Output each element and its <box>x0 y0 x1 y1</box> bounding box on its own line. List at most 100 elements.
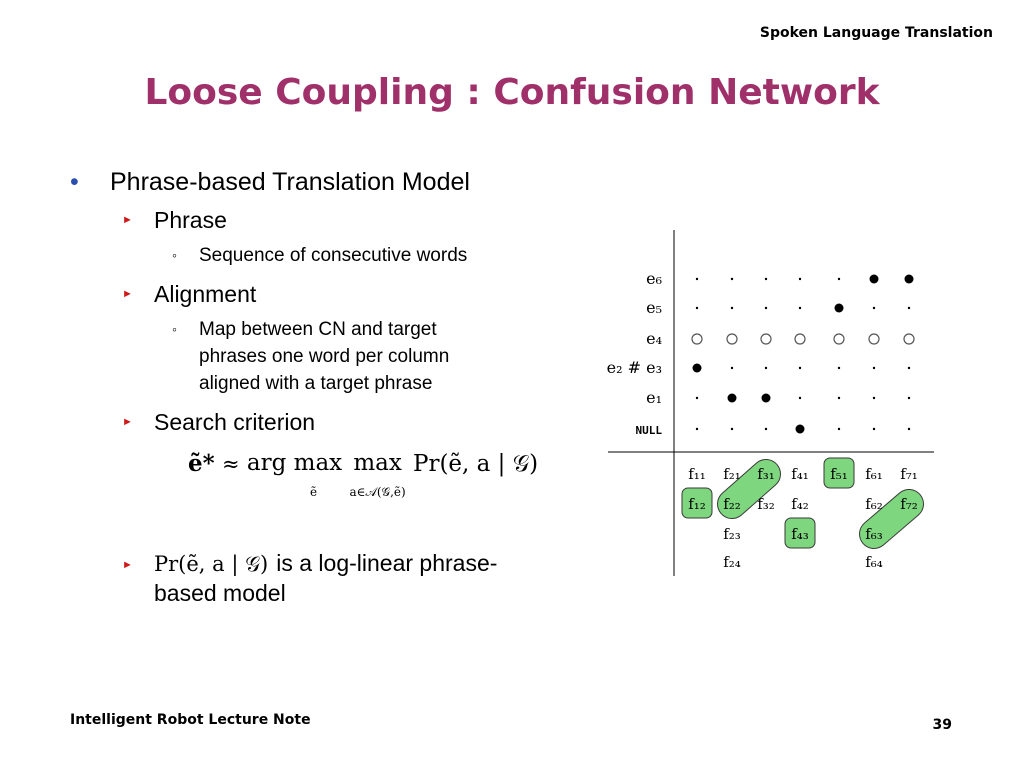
grid-point <box>872 396 876 400</box>
slide-title: Loose Coupling : Confusion Network <box>144 72 880 113</box>
bullet-text: Phrase-based Translation Model <box>110 168 470 196</box>
sub-bullet-phrase: ► Phrase <box>70 207 550 234</box>
grid-point <box>872 366 876 370</box>
grid-point <box>730 366 734 370</box>
formula-approx: ≈ <box>221 452 240 476</box>
formula-argmax-sub: ẽ <box>309 485 318 499</box>
formula-lhs: ẽ* <box>188 450 215 477</box>
grid-point <box>837 277 841 281</box>
circle-bullet-icon: ◦ <box>172 321 177 337</box>
circle-bullet-icon: ◦ <box>172 247 177 263</box>
alignment-grid <box>691 274 915 434</box>
triangle-bullet-icon: ► <box>122 214 133 226</box>
slide-content: • Phrase-based Translation Model ► Phras… <box>70 168 550 436</box>
sub-bullet-alignment: ► Alignment <box>70 281 550 308</box>
formula-max-block: max a∈𝒜(𝒢,ẽ) <box>349 450 405 502</box>
cn-word-label: f₃₂ <box>757 495 775 513</box>
highlight-f22-f31 <box>718 460 780 518</box>
grid-point <box>764 306 768 310</box>
formula-argmax: arg max <box>246 450 343 476</box>
cn-word-label: f₂₃ <box>723 525 741 543</box>
grid-point <box>907 366 911 370</box>
log-linear-line2: based model <box>154 580 286 606</box>
alignment-dot <box>727 393 737 403</box>
inline-formula: Pr(ẽ, a | 𝒢) <box>154 552 269 576</box>
formula-rhs: Pr(ẽ, a | 𝒢) <box>412 451 539 477</box>
cn-word-label: f₂₁ <box>723 465 741 483</box>
cn-word-label: f₃₁ <box>757 465 775 483</box>
detail-alignment: ◦ Map between CN and target phrases one … <box>70 316 550 397</box>
grid-point <box>695 396 699 400</box>
grid-point <box>837 396 841 400</box>
row-label: e₄ <box>646 329 662 348</box>
grid-point <box>872 427 876 431</box>
grid-point <box>730 306 734 310</box>
grid-point <box>695 306 699 310</box>
grid-point <box>730 427 734 431</box>
empty-circle <box>726 333 738 345</box>
cn-word-label: f₁₁ <box>688 465 706 483</box>
cn-word-label: f₄₃ <box>791 525 809 543</box>
phrase-highlights <box>681 457 924 549</box>
footer-lecture-note: Intelligent Robot Lecture Note <box>70 712 311 728</box>
empty-circle <box>691 333 703 345</box>
sub-bullet-text: Alignment <box>154 281 257 307</box>
cn-word-label: f₆₃ <box>865 525 883 543</box>
cn-word-label: f₂₄ <box>723 553 741 571</box>
grid-point <box>798 306 802 310</box>
triangle-bullet-icon: ► <box>122 416 133 428</box>
grid-point <box>837 427 841 431</box>
empty-circle <box>760 333 772 345</box>
cn-word-label: f₁₂ <box>688 495 706 513</box>
cn-word-label: f₅₁ <box>830 465 848 483</box>
alignment-dot <box>692 363 702 373</box>
grid-point <box>798 277 802 281</box>
row-label: e₁ <box>646 388 662 407</box>
detail-line: phrases one word per column <box>199 346 450 367</box>
grid-point <box>798 366 802 370</box>
search-criterion-formula: ẽ* ≈ arg max ẽ max a∈𝒜(𝒢,ẽ) Pr(ẽ, a | 𝒢) <box>188 450 538 502</box>
sub-bullet-search: ► Search criterion <box>70 409 550 436</box>
page-number: 39 <box>932 717 952 733</box>
log-linear-line1: is a log-linear phrase- <box>276 550 498 576</box>
sub-bullet-text: Search criterion <box>154 409 316 435</box>
alignment-dot <box>761 393 771 403</box>
alignment-dot <box>834 303 844 313</box>
cn-word-label: f₆₄ <box>865 553 883 571</box>
grid-point <box>798 396 802 400</box>
highlight-f63-f72 <box>860 490 923 548</box>
grid-point <box>907 427 911 431</box>
row-label: e₆ <box>646 269 662 288</box>
row-label: NULL <box>636 424 663 437</box>
empty-circle <box>833 333 845 345</box>
log-linear-text: Pr(ẽ, a | 𝒢) is a log-linear phrase- base… <box>154 549 554 608</box>
cn-word-label: f₂₂ <box>723 495 741 513</box>
alignment-dot <box>795 424 805 434</box>
sub-bullet-text: Phrase <box>154 207 227 233</box>
triangle-bullet-icon: ► <box>122 288 133 300</box>
triangle-bullet-icon: ► <box>122 559 133 571</box>
empty-circle <box>794 333 806 345</box>
grid-point <box>764 277 768 281</box>
highlight-f12 <box>681 487 713 519</box>
detail-phrase: ◦ Sequence of consecutive words <box>70 242 550 269</box>
cn-word-label: f₄₂ <box>791 495 809 513</box>
row-label: e₂ # e₃ <box>607 358 662 377</box>
empty-circle <box>868 333 880 345</box>
grid-point <box>695 277 699 281</box>
highlight-f51 <box>823 457 855 489</box>
bullet-dot-icon: • <box>70 168 79 196</box>
grid-point <box>695 427 699 431</box>
grid-point <box>837 366 841 370</box>
detail-line: aligned with a target phrase <box>199 373 433 394</box>
empty-circle <box>903 333 915 345</box>
formula-argmax-block: arg max ẽ <box>247 450 342 502</box>
detail-line: Map between CN and target <box>199 319 437 340</box>
grid-point <box>730 277 734 281</box>
grid-point <box>872 306 876 310</box>
cn-word-label: f₇₂ <box>900 495 918 513</box>
formula-max-sub: a∈𝒜(𝒢,ẽ) <box>349 485 406 499</box>
